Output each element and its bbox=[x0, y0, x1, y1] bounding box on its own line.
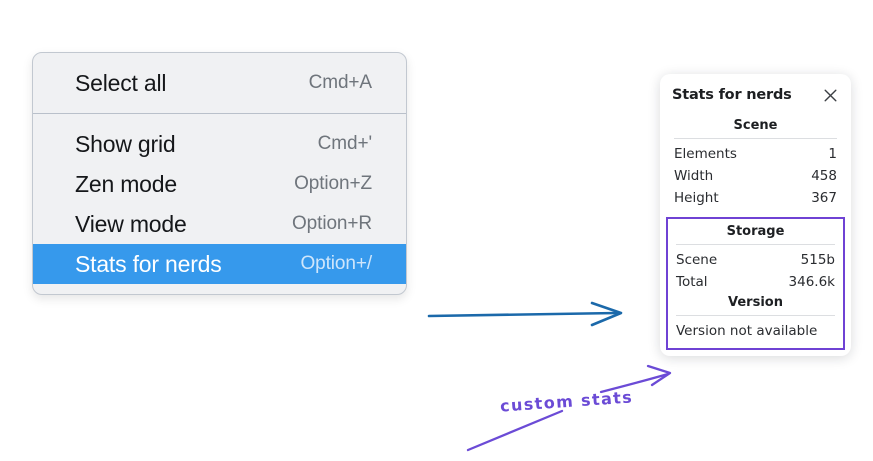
section-heading: Scene bbox=[733, 118, 778, 133]
menu-item-show-grid[interactable]: Show grid Cmd+' bbox=[33, 124, 406, 164]
menu-item-label: Zen mode bbox=[75, 170, 177, 197]
menu-item-zen-mode[interactable]: Zen mode Option+Z bbox=[33, 164, 406, 204]
menu-item-label: View mode bbox=[75, 210, 187, 237]
section-divider bbox=[674, 138, 837, 139]
blue-arrow-annotation bbox=[427, 301, 623, 327]
stats-version-note: Version not available bbox=[676, 323, 818, 339]
menu-item-shortcut: Option+R bbox=[292, 213, 372, 234]
stats-row-height: Height 367 bbox=[672, 187, 839, 209]
custom-stats-highlight-box: Storage Scene 515b Total 346.6k Version … bbox=[666, 217, 845, 350]
stats-row-value: 346.6k bbox=[788, 274, 835, 290]
menu-item-shortcut: Cmd+A bbox=[308, 72, 372, 93]
close-icon[interactable] bbox=[821, 86, 839, 104]
stats-row-value: 1 bbox=[828, 146, 837, 162]
stats-panel-header: Stats for nerds bbox=[672, 86, 839, 104]
stats-row-value: 458 bbox=[811, 168, 837, 184]
stats-row-value: 515b bbox=[800, 252, 835, 268]
stats-row-width: Width 458 bbox=[672, 165, 839, 187]
stats-row-storage-scene: Scene 515b bbox=[674, 249, 837, 271]
menu-item-label: Show grid bbox=[75, 130, 176, 157]
menu-item-label: Select all bbox=[75, 69, 167, 96]
stats-section-version: Version Version not available bbox=[674, 293, 837, 342]
menu-item-view-mode[interactable]: View mode Option+R bbox=[33, 204, 406, 244]
stats-row-label: Height bbox=[674, 190, 719, 206]
stats-row-elements: Elements 1 bbox=[672, 143, 839, 165]
menu-group-view: Show grid Cmd+' Zen mode Option+Z View m… bbox=[33, 113, 406, 294]
stats-row-label: Total bbox=[676, 274, 708, 290]
section-heading: Storage bbox=[726, 224, 785, 239]
stats-panel-title: Stats for nerds bbox=[672, 87, 792, 103]
section-divider bbox=[676, 244, 835, 245]
stats-row-label: Scene bbox=[676, 252, 718, 268]
purple-tail-stroke-annotation bbox=[466, 409, 564, 452]
stats-section-storage: Storage Scene 515b Total 346.6k bbox=[674, 222, 837, 293]
stats-for-nerds-panel: Stats for nerds Scene Elements 1 Width 4… bbox=[660, 74, 851, 356]
section-divider bbox=[676, 315, 835, 316]
stats-row-value: 367 bbox=[811, 190, 837, 206]
section-heading: Version bbox=[728, 295, 783, 310]
menu-item-shortcut: Option+/ bbox=[300, 253, 372, 274]
menu-item-shortcut: Option+Z bbox=[294, 173, 372, 194]
menu-item-shortcut: Cmd+' bbox=[317, 133, 372, 154]
menu-item-label: Stats for nerds bbox=[75, 250, 222, 277]
custom-stats-annotation-label: custom stats bbox=[499, 387, 634, 416]
menu-item-select-all[interactable]: Select all Cmd+A bbox=[33, 63, 406, 103]
stats-row-label: Elements bbox=[674, 146, 737, 162]
canvas-context-menu[interactable]: Select all Cmd+A Show grid Cmd+' Zen mod… bbox=[32, 52, 407, 295]
stats-section-scene: Scene Elements 1 Width 458 Height 367 bbox=[672, 117, 839, 209]
menu-item-stats-for-nerds[interactable]: Stats for nerds Option+/ bbox=[33, 244, 406, 284]
stats-row-storage-total: Total 346.6k bbox=[674, 271, 837, 293]
menu-group-selection: Select all Cmd+A bbox=[33, 53, 406, 113]
stats-row-label: Width bbox=[674, 168, 714, 184]
